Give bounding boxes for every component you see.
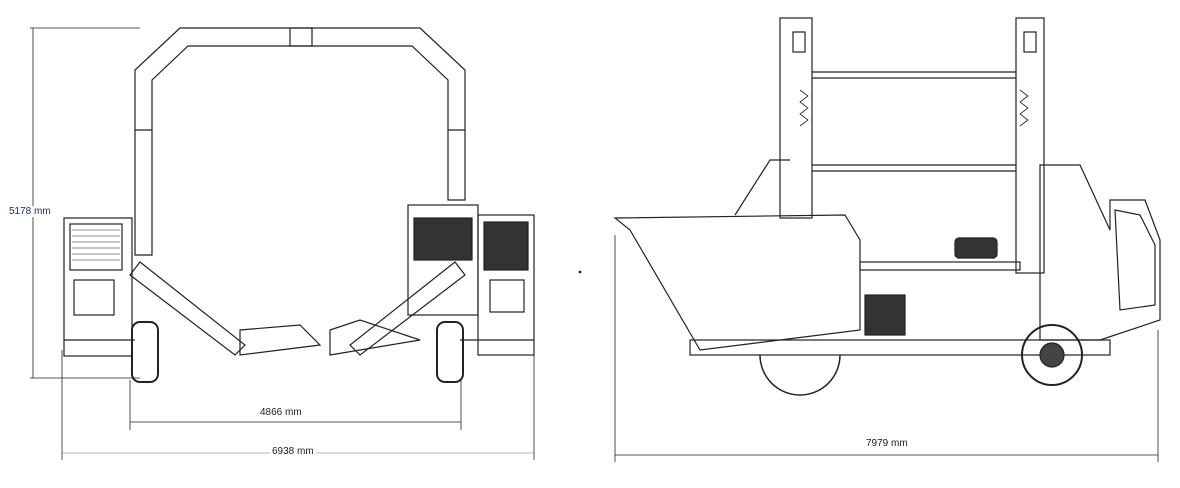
side-dimension-lines (614, 235, 1159, 462)
front-view-machine (63, 27, 535, 383)
track-width-dimension-label: 4866 mm (258, 407, 304, 418)
length-dimension-label: 7979 mm (864, 438, 910, 449)
overall-width-dimension-label: 6938 mm (270, 446, 316, 457)
stray-dot (578, 270, 582, 274)
height-dimension-label: 5178 mm (7, 206, 53, 217)
side-view-machine (613, 17, 1161, 396)
